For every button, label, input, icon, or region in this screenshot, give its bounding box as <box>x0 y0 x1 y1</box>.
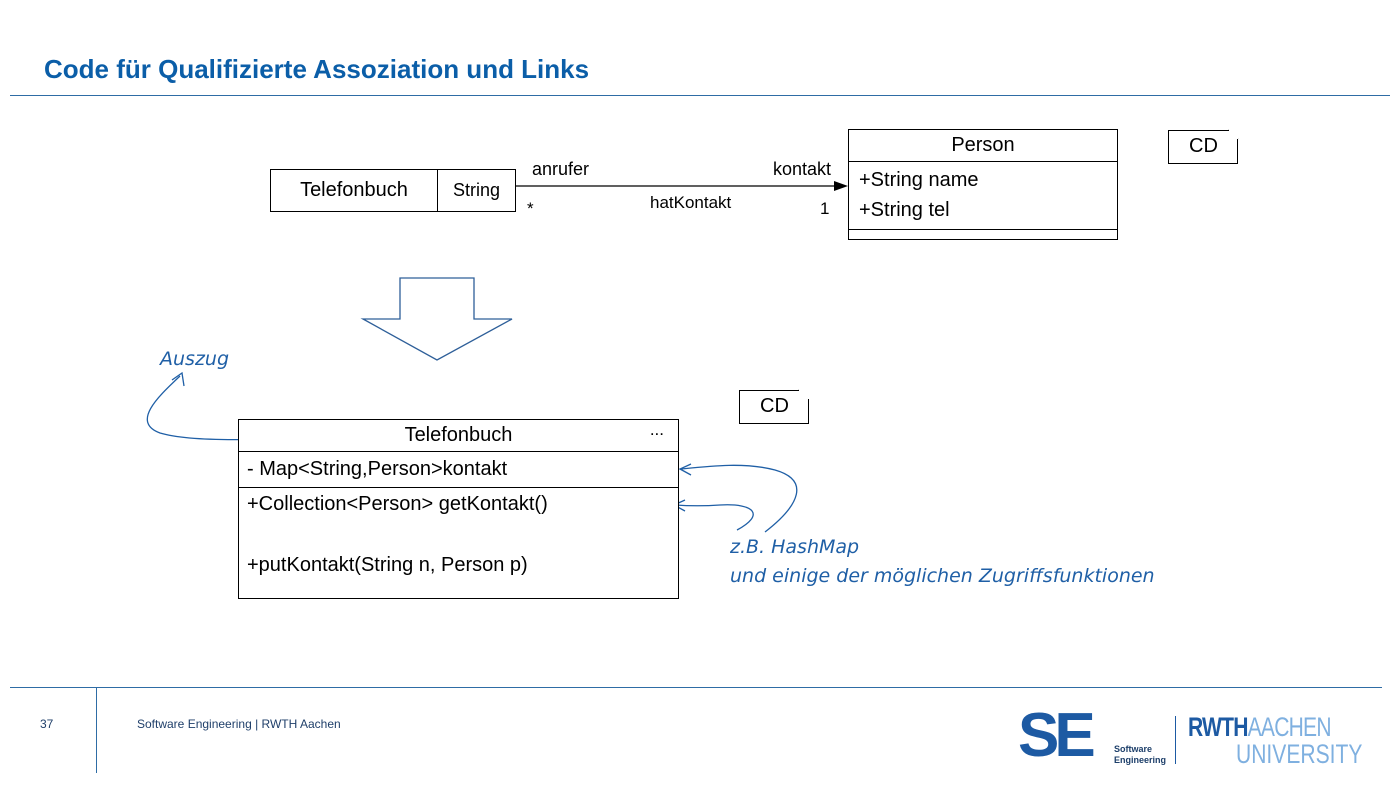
person-operations-compartment <box>849 229 1117 230</box>
class-person: Person +String name +String tel <box>848 129 1118 240</box>
annotation-hashmap-line2: und einige der möglichen Zugriffsfunktio… <box>730 565 1155 587</box>
hashmap-curve-method <box>674 504 754 531</box>
attribute-kontakt: - Map<String,Person>kontakt <box>247 458 508 480</box>
logo-separator <box>1175 716 1176 764</box>
rwth-logo-line1: RWTHAACHEN <box>1188 712 1332 743</box>
cd-tag-top: CD <box>1168 130 1238 164</box>
cd-tag-bottom-edge-top <box>739 390 799 391</box>
qualifier-label: String <box>452 180 501 200</box>
association-name: hatKontakt <box>650 193 732 212</box>
qualifier-box: String <box>437 169 516 212</box>
rwth-logo: RWTHAACHEN UNIVERSITY <box>1188 712 1368 769</box>
cd-tag-top-edge-right <box>1237 139 1238 164</box>
se-logo-letters: SE <box>1018 701 1096 770</box>
cd-tag-top-edge-top <box>1168 130 1229 131</box>
footer-vertical-line <box>96 687 97 773</box>
class-telefonbuch-detail: Telefonbuch ... - Map<String,Person>kont… <box>238 419 679 599</box>
slide-title: Code für Qualifizierte Assoziation und L… <box>44 54 590 84</box>
footer-divider <box>10 687 1382 688</box>
footer-label: Software Engineering | RWTH Aachen <box>137 717 341 731</box>
rwth-logo-part2: AACHEN <box>1247 712 1332 742</box>
cd-tag-bottom-edge-right <box>808 399 809 424</box>
multiplicity-target: 1 <box>820 199 830 218</box>
person-attribute-tel: +String tel <box>859 199 950 221</box>
annotation-hashmap-line1: z.B. HashMap <box>730 536 860 558</box>
se-logo-text-1: Software <box>1114 744 1153 754</box>
role-anrufer: anrufer <box>532 159 590 179</box>
cd-tag-top-label: CD <box>1189 135 1218 157</box>
person-attribute-name: +String name <box>859 169 979 191</box>
multiplicity-source: * <box>527 199 534 218</box>
method-putkontakt: +putKontakt(String n, Person p) <box>247 554 528 576</box>
title-divider <box>10 95 1390 96</box>
class-telefonbuch-detail-name: Telefonbuch <box>404 424 513 446</box>
transformation-arrow <box>360 277 513 361</box>
hashmap-curve-attr <box>680 464 798 533</box>
rwth-logo-part1: RWTH <box>1188 712 1248 742</box>
role-kontakt: kontakt <box>773 159 832 179</box>
se-logo-text-2: Engineering <box>1114 755 1167 765</box>
class-person-name: Person <box>849 130 1117 162</box>
annotation-excerpt: Auszug <box>160 348 230 370</box>
se-logo: SE Software Engineering <box>1018 701 1168 770</box>
navigation-arrowhead <box>834 181 848 191</box>
method-getkontakt: +Collection<Person> getKontakt() <box>247 493 548 515</box>
attribute-compartment: - Map<String,Person>kontakt <box>239 451 678 488</box>
rwth-logo-line2: UNIVERSITY <box>1236 739 1363 769</box>
cd-tag-bottom-label: CD <box>760 395 789 417</box>
class-telefonbuch-top: Telefonbuch <box>270 169 438 212</box>
class-ellipsis: ... <box>649 420 664 439</box>
cd-tag-bottom: CD <box>739 390 809 424</box>
page-number: 37 <box>40 717 54 731</box>
class-telefonbuch-top-name: Telefonbuch <box>300 179 408 201</box>
